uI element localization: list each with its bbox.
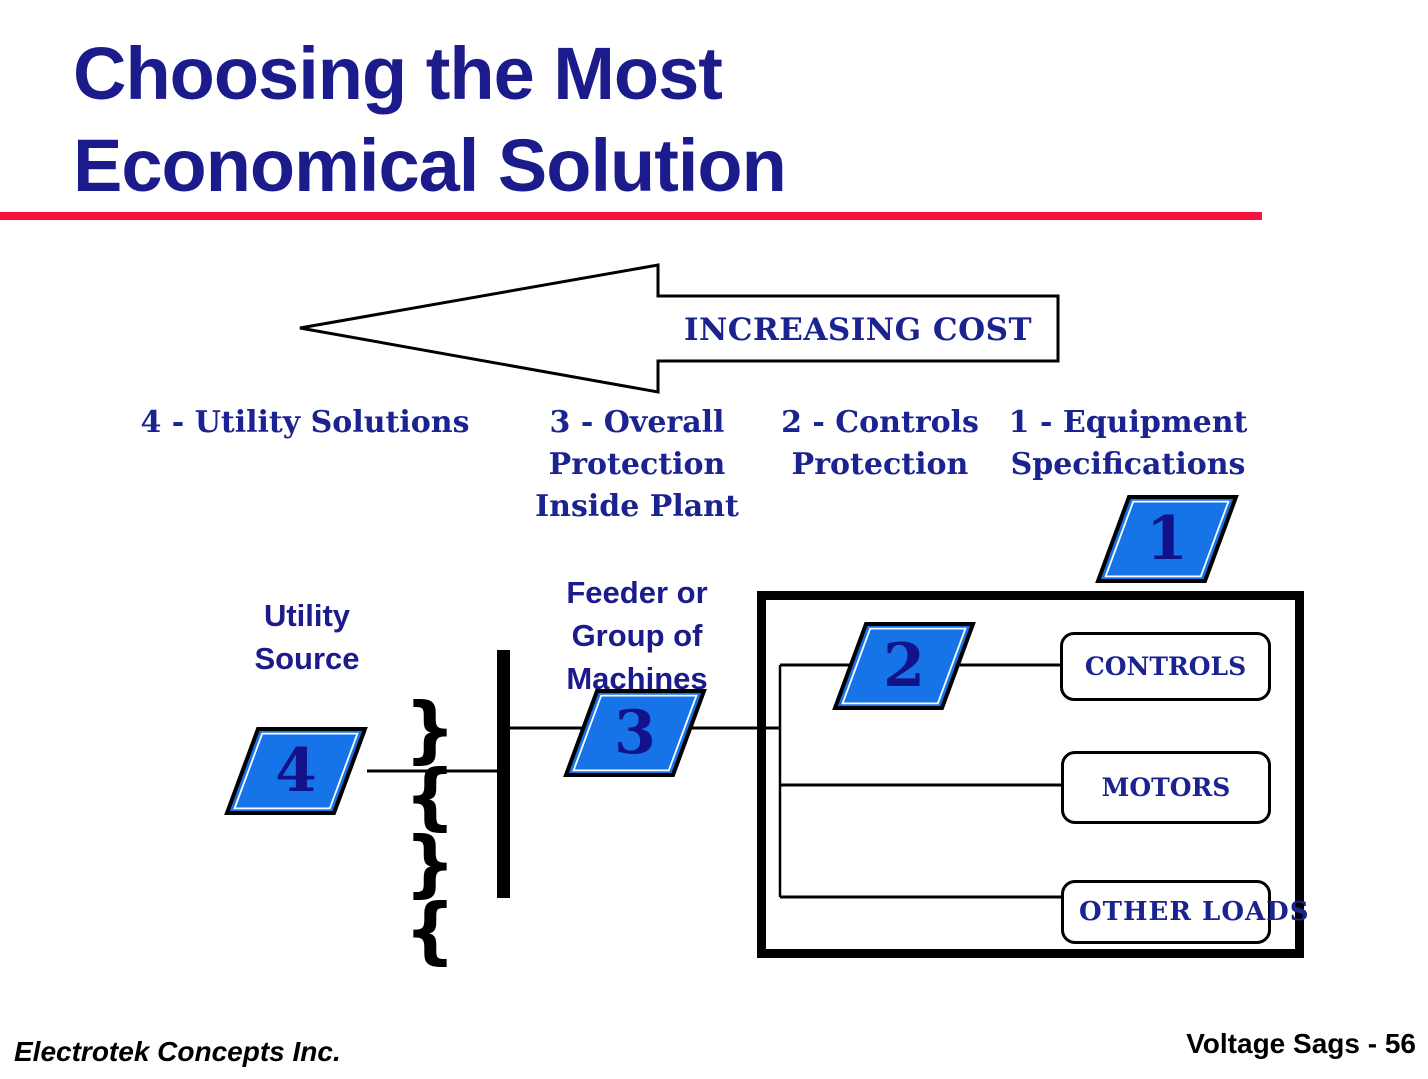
footer-page-label: Voltage Sags - 56 xyxy=(1186,1028,1416,1059)
increasing-cost-label: INCREASING COST xyxy=(683,312,1033,348)
busbar xyxy=(497,650,510,898)
controls-box-label: CONTROLS xyxy=(1084,652,1247,681)
page-title: Choosing the Most Economical Solution xyxy=(73,32,787,207)
feeder-group-label: Feeder or Group of Machines xyxy=(566,575,708,696)
marker-3-number: 3 xyxy=(614,698,656,768)
other-loads-box: OTHER LOADS xyxy=(1061,880,1308,944)
column-label-equipment-specifications: 1 - Equipment Specifications xyxy=(1008,405,1248,482)
column-label-overall-protection: 3 - Overall Protection Inside Plant xyxy=(535,405,739,524)
marker-3-shape xyxy=(563,689,707,777)
column-label-controls-protection: 2 - Controls Protection xyxy=(781,405,979,482)
marker-2-shape xyxy=(832,622,976,710)
marker-4-shape xyxy=(224,727,368,815)
controls-box: CONTROLS xyxy=(1060,632,1271,701)
increasing-cost-arrow-icon xyxy=(299,263,1060,394)
title-underline xyxy=(0,212,1262,220)
transformer-icon: }{ }{ xyxy=(404,687,455,972)
marker-1-number: 1 xyxy=(1146,504,1188,574)
motors-box-label: MOTORS xyxy=(1101,773,1231,802)
marker-4-number: 4 xyxy=(275,736,317,806)
marker-1-shape xyxy=(1095,495,1239,583)
footer-company: Electrotek Concepts Inc. xyxy=(14,1036,341,1067)
motors-box: MOTORS xyxy=(1061,751,1271,824)
column-label-utility-solutions: 4 - Utility Solutions xyxy=(140,405,470,440)
marker-2-number: 2 xyxy=(883,631,925,701)
utility-source-label: Utility Source xyxy=(254,598,360,676)
plant-boundary-box xyxy=(757,591,1304,958)
other-loads-box-label: OTHER LOADS xyxy=(1079,897,1310,927)
